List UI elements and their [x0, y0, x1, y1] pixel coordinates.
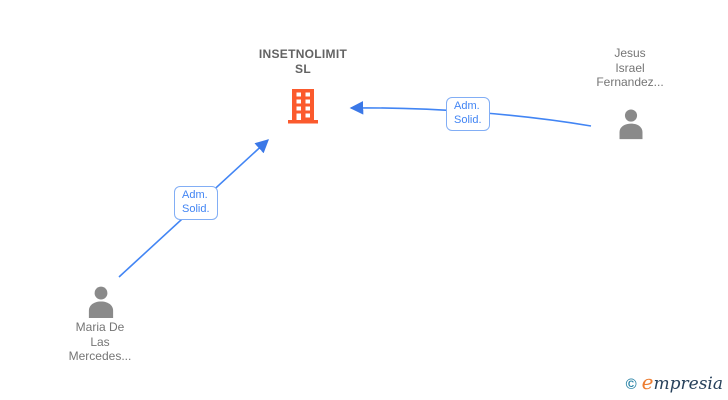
building-icon[interactable]: [288, 89, 318, 124]
edge-label-line2: Solid.: [454, 113, 482, 126]
edge-label-line1: Adm.: [454, 100, 480, 112]
person-icon-jesus[interactable]: [618, 108, 644, 140]
brand-rest: mpresia: [653, 374, 724, 394]
company-name-line2: SL: [295, 62, 311, 76]
company-name-line1: INSETNOLIMIT: [258, 47, 348, 61]
person-name-line3: Mercedes...: [68, 349, 132, 363]
person-name-line2: Israel: [615, 60, 645, 75]
person-name-maria[interactable]: Maria De Las Mercedes...: [26, 320, 174, 364]
person-name-line1: Jesus: [614, 46, 646, 60]
empresia-logo[interactable]: © empresia: [626, 370, 723, 394]
person-name-line3: Fernandez...: [596, 75, 664, 89]
brand-initial: e: [641, 370, 654, 394]
edge-label-adm-solid-left: Adm. Solid.: [174, 186, 218, 220]
company-name[interactable]: INSETNOLIMIT SL: [212, 47, 394, 77]
copyright-symbol: ©: [625, 376, 637, 393]
edge-label-adm-solid-right: Adm. Solid.: [446, 97, 490, 131]
person-icon-maria[interactable]: [87, 286, 115, 318]
person-name-line2: Las: [90, 334, 110, 349]
person-name-jesus[interactable]: Jesus Israel Fernandez...: [556, 46, 704, 90]
brand-wordmark: empresia: [642, 370, 723, 394]
edge-label-line1: Adm.: [182, 189, 208, 201]
edge-label-line2: Solid.: [182, 202, 210, 215]
person-name-line1: Maria De: [75, 320, 125, 334]
